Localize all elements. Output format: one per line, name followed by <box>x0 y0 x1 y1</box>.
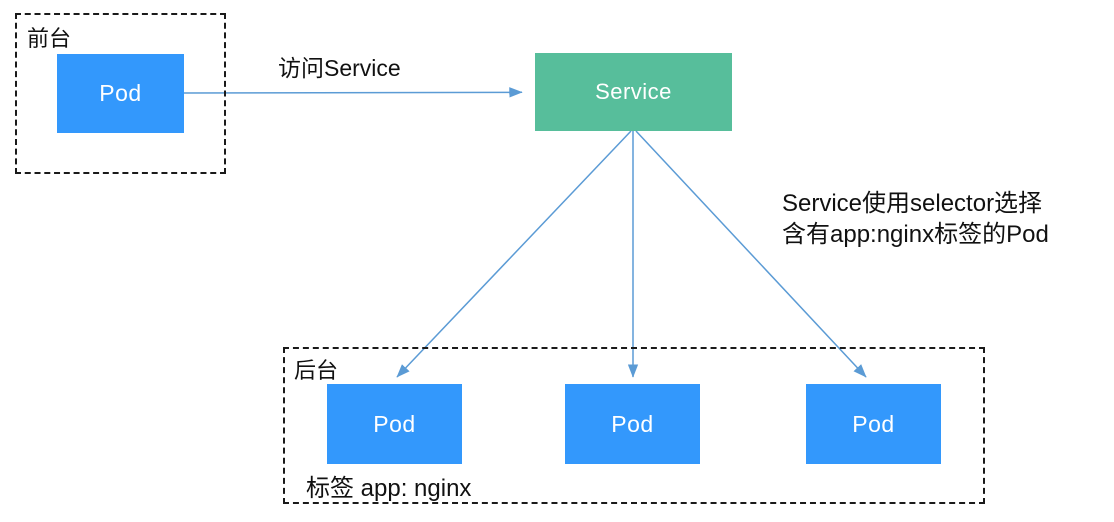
selector-note-line2: 含有app:nginx标签的Pod <box>782 221 1049 248</box>
backend-pod-node-1: Pod <box>327 384 462 464</box>
backend-pod-node-3: Pod <box>806 384 941 464</box>
backend-pod-node-2: Pod <box>565 384 700 464</box>
selector-note: Service使用selector选择 含有app:nginx标签的Pod <box>782 188 1049 250</box>
arrow-service-to-pod-1 <box>396 130 632 378</box>
frontend-zone-label: 前台 <box>27 26 72 51</box>
selector-note-line1: Service使用selector选择 <box>782 190 1043 217</box>
service-label: Service <box>595 79 672 104</box>
arrow-service-to-pod-3 <box>635 130 867 378</box>
backend-tag-label: 标签 app: nginx <box>306 475 472 502</box>
service-node: Service <box>535 53 732 131</box>
frontend-pod-label: Pod <box>99 80 142 106</box>
backend-zone-label: 后台 <box>294 358 339 383</box>
access-service-label: 访问Service <box>278 55 401 81</box>
arrow-frontend-pod-to-service <box>183 87 523 98</box>
frontend-zone-box <box>15 13 226 174</box>
frontend-pod-node: Pod <box>57 54 184 133</box>
backend-zone-box <box>283 347 985 504</box>
backend-pod-label-2: Pod <box>611 410 654 437</box>
backend-pod-label-1: Pod <box>373 410 416 437</box>
backend-pod-label-3: Pod <box>852 410 895 437</box>
